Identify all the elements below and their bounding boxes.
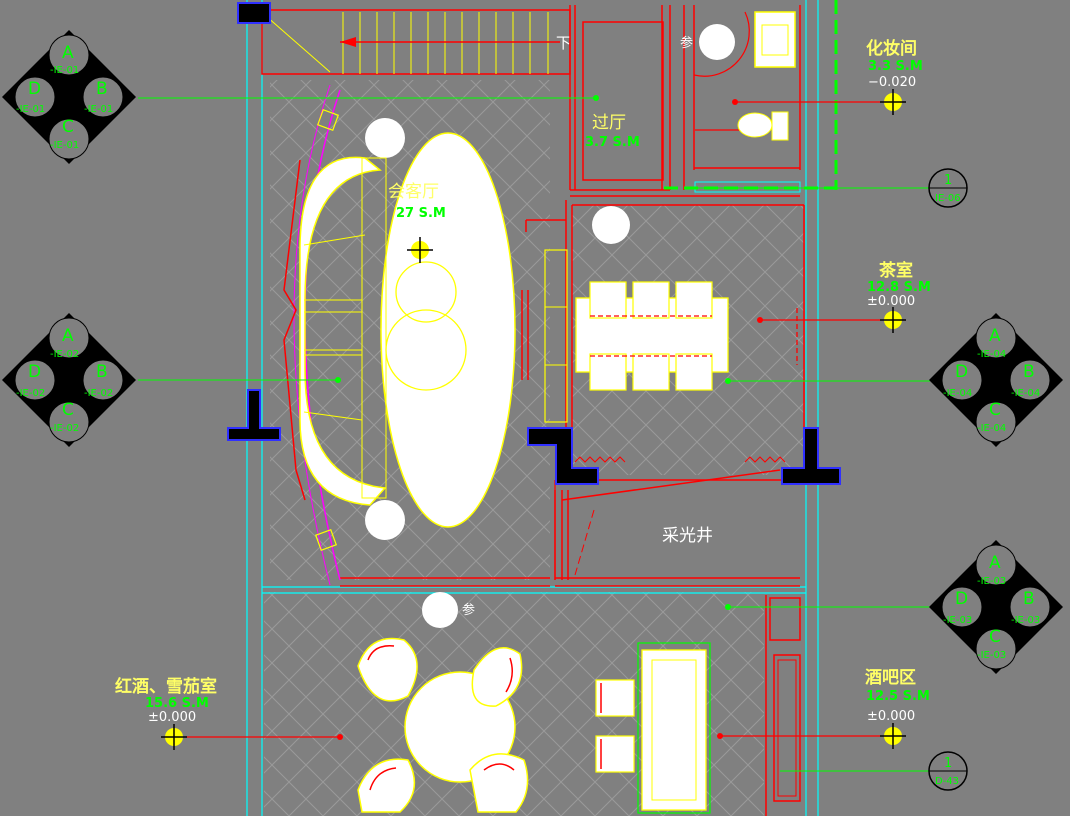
- structural-lines: [246, 0, 819, 816]
- svg-text:C: C: [62, 400, 74, 420]
- lounge-area: [283, 84, 516, 586]
- svg-text:D: D: [28, 79, 41, 99]
- section-mark-s1: 1 IE-06: [928, 168, 968, 208]
- makeup-fixtures: [694, 11, 801, 193]
- svg-text:IE-06: IE-06: [935, 193, 961, 204]
- tea-name: 茶室: [879, 260, 913, 281]
- bar-furniture: [595, 642, 801, 814]
- svg-text:-IE-02: -IE-02: [16, 388, 45, 399]
- svg-text:-IE-01: -IE-01: [50, 140, 79, 151]
- lounge-level-marker: [407, 237, 433, 263]
- wine-room-furniture: [357, 592, 529, 813]
- svg-text:-IE-02: -IE-02: [50, 423, 79, 434]
- wine-area-text: 15.6 S.M: [145, 696, 209, 711]
- svg-text:-IE-01: -IE-01: [50, 65, 79, 76]
- foyer-name: 过厅: [592, 113, 626, 133]
- svg-text:-IE-04: -IE-04: [977, 349, 1006, 360]
- makeup-dashed-boundary: [664, 0, 838, 190]
- lounge-area-text: 27 S.M: [396, 206, 446, 221]
- svg-text:C: C: [989, 400, 1001, 420]
- svg-text:-IE-01: -IE-01: [84, 104, 113, 115]
- elevation-leaders: [138, 97, 930, 772]
- svg-text:B: B: [1023, 362, 1035, 382]
- svg-text:A: A: [989, 553, 1001, 573]
- svg-text:-IE-03: -IE-03: [977, 576, 1006, 587]
- svg-text:-IE-03: -IE-03: [977, 650, 1006, 661]
- bar-name: 酒吧区: [865, 667, 916, 688]
- svg-text:-IE-04: -IE-04: [943, 388, 972, 399]
- makeup-level-marker: [732, 89, 906, 115]
- svg-text:-IE-02: -IE-02: [50, 349, 79, 360]
- bar-dot: [725, 604, 731, 610]
- svg-text:A: A: [62, 326, 74, 346]
- tea-room-furniture: [544, 206, 798, 463]
- tea-dot: [725, 378, 731, 384]
- tea-level-marker: [757, 307, 906, 333]
- staircase: [237, 2, 571, 75]
- svg-text:A: A: [989, 326, 1001, 346]
- skylight-dashed-line: [574, 509, 595, 576]
- doors: [554, 11, 750, 580]
- makeup-level: −0.020: [868, 75, 916, 90]
- columns: [227, 389, 841, 485]
- svg-text:-IE-04: -IE-04: [1011, 388, 1040, 399]
- svg-text:B: B: [96, 362, 108, 382]
- makeup-area-text: 3.3 S.M: [868, 59, 923, 74]
- svg-text:D: D: [955, 589, 968, 609]
- svg-text:1: 1: [944, 756, 952, 771]
- svg-text:-IE-03: -IE-03: [1011, 615, 1040, 626]
- wine-level-marker: [161, 724, 343, 750]
- elevation-symbol-e01: A -IE-01 B -IE-01 C -IE-01 D -IE-01: [2, 30, 136, 164]
- tea-area-text: 12.8 S.M: [867, 280, 931, 295]
- lounge-name: 会客厅: [388, 182, 439, 202]
- stairs-down-label: 下: [556, 34, 571, 52]
- svg-text:-IE-01: -IE-01: [16, 104, 45, 115]
- svg-text:C: C: [62, 117, 74, 137]
- foyer-round-object: [699, 24, 735, 60]
- wine-level: ±0.000: [148, 710, 196, 725]
- svg-text:-IE-04: -IE-04: [977, 423, 1006, 434]
- svg-text:B: B: [96, 79, 108, 99]
- svg-text:1: 1: [944, 173, 952, 188]
- makeup-name: 化妆间: [866, 38, 917, 59]
- wine-name: 红酒、雪茄室: [115, 676, 217, 697]
- svg-text:C: C: [989, 627, 1001, 647]
- lounge-level: ±0.000: [396, 222, 440, 236]
- foyer-area-text: 3.7 S.M: [585, 135, 640, 150]
- svg-text:-IE-03: -IE-03: [943, 615, 972, 626]
- bar-area-text: 12.5 S.M: [866, 689, 930, 704]
- walls: [340, 5, 805, 816]
- svg-text:B: B: [1023, 589, 1035, 609]
- elevation-symbol-e04: A -IE-04 B -IE-04 C -IE-04 D -IE-04: [929, 313, 1063, 447]
- svg-text:-IE-02: -IE-02: [84, 388, 113, 399]
- bar-level: ±0.000: [867, 709, 915, 724]
- skylight-name: 采光井: [662, 526, 713, 546]
- ref-mark-wine: 参: [462, 602, 475, 618]
- lounge-dot: [335, 377, 341, 383]
- tea-level: ±0.000: [867, 294, 915, 309]
- ref-mark-foyer: 参: [680, 35, 693, 51]
- svg-text:D: D: [28, 362, 41, 382]
- section-mark-s2: 1 D-43: [928, 751, 968, 791]
- svg-text:A: A: [62, 43, 74, 63]
- svg-text:D: D: [955, 362, 968, 382]
- svg-text:D-43: D-43: [935, 776, 959, 787]
- bar-level-marker: [717, 723, 906, 749]
- elevation-symbol-e02: A -IE-02 B -IE-02 C -IE-02 D -IE-02: [2, 313, 136, 447]
- elevation-symbol-e03: A -IE-03 B -IE-03 C -IE-03 D -IE-03: [929, 540, 1063, 674]
